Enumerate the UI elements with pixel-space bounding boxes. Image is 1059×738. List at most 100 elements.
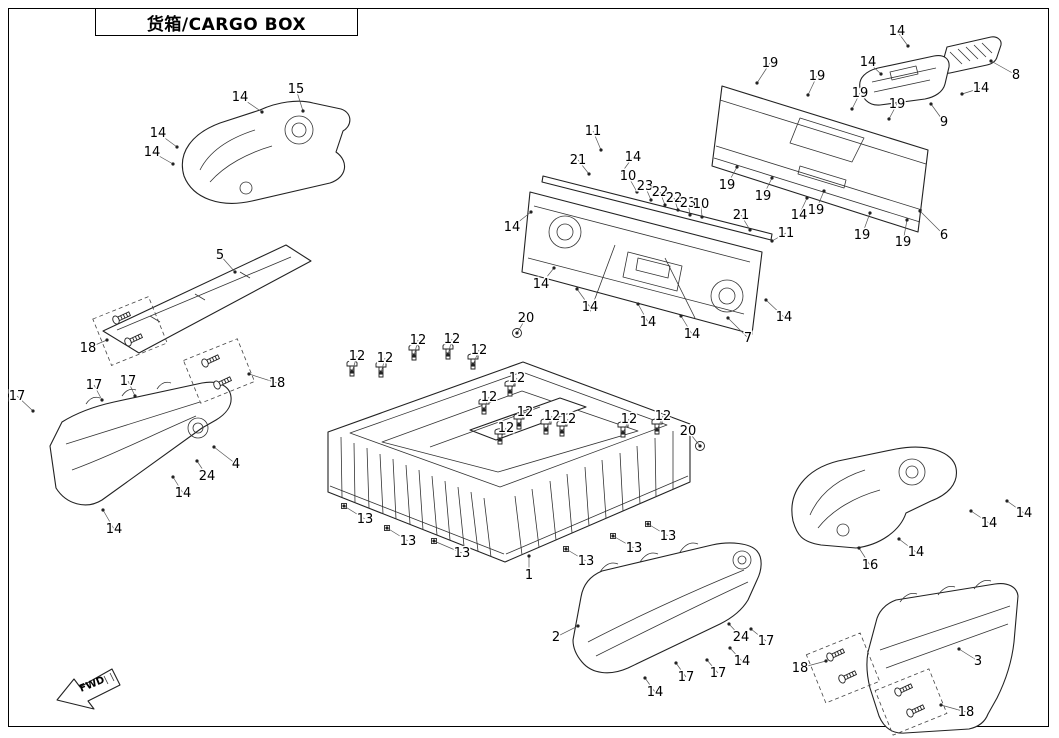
callout-13: 13 bbox=[564, 547, 596, 571]
svg-text:3: 3 bbox=[974, 654, 982, 669]
part-7-tailgate-inner bbox=[521, 175, 773, 335]
svg-text:18: 18 bbox=[958, 705, 975, 720]
svg-text:19: 19 bbox=[889, 97, 906, 112]
callout-14: 14 bbox=[575, 287, 600, 317]
callout-19: 19 bbox=[893, 218, 913, 252]
svg-text:12: 12 bbox=[471, 343, 488, 358]
callout-16: 16 bbox=[857, 546, 880, 575]
callout-18: 18 bbox=[78, 338, 109, 358]
callout-12: 12 bbox=[496, 420, 516, 442]
callout-14: 14 bbox=[142, 144, 175, 166]
callout-14: 14 bbox=[620, 149, 643, 174]
callout-8: 8 bbox=[989, 59, 1022, 85]
callout-24: 24 bbox=[727, 622, 751, 647]
svg-text:10: 10 bbox=[620, 169, 637, 184]
svg-text:13: 13 bbox=[357, 512, 374, 527]
svg-text:14: 14 bbox=[1016, 506, 1033, 521]
svg-text:13: 13 bbox=[454, 546, 471, 561]
svg-text:15: 15 bbox=[288, 82, 305, 97]
svg-text:19: 19 bbox=[809, 69, 826, 84]
part-6-tailgate-outer bbox=[711, 85, 929, 233]
part-16-bracket bbox=[791, 446, 957, 549]
screw-kit-boxes bbox=[92, 296, 948, 736]
svg-text:23: 23 bbox=[680, 196, 697, 211]
svg-text:5: 5 bbox=[216, 248, 224, 263]
svg-text:1: 1 bbox=[525, 568, 533, 583]
callout-19: 19 bbox=[887, 96, 907, 121]
callout-9: 9 bbox=[929, 102, 950, 132]
callout-12: 12 bbox=[653, 408, 673, 432]
svg-text:6: 6 bbox=[940, 228, 948, 243]
svg-text:19: 19 bbox=[755, 189, 772, 204]
svg-text:14: 14 bbox=[684, 327, 701, 342]
svg-text:14: 14 bbox=[889, 24, 906, 39]
callout-4: 4 bbox=[212, 445, 242, 474]
svg-text:14: 14 bbox=[734, 654, 751, 669]
svg-text:14: 14 bbox=[640, 315, 657, 330]
callout-14: 14 bbox=[148, 125, 179, 149]
svg-text:22: 22 bbox=[666, 191, 683, 206]
svg-text:12: 12 bbox=[498, 421, 515, 436]
svg-text:23: 23 bbox=[637, 179, 654, 194]
part-8-bracket bbox=[941, 36, 1002, 74]
callout-14: 14 bbox=[230, 89, 264, 114]
callout-14: 14 bbox=[531, 266, 556, 294]
svg-text:12: 12 bbox=[621, 412, 638, 427]
svg-text:18: 18 bbox=[80, 341, 97, 356]
callout-14: 14 bbox=[789, 196, 809, 225]
svg-text:21: 21 bbox=[570, 153, 587, 168]
callout-24: 24 bbox=[195, 459, 217, 486]
callout-12: 12 bbox=[619, 411, 639, 435]
callout-23: 23 bbox=[635, 178, 655, 202]
callout-12: 12 bbox=[442, 331, 462, 357]
svg-text:16: 16 bbox=[862, 558, 879, 573]
callout-18: 18 bbox=[939, 703, 976, 722]
callout-14: 14 bbox=[960, 80, 991, 98]
svg-text:18: 18 bbox=[269, 376, 286, 391]
callout-14: 14 bbox=[1005, 499, 1034, 523]
callout-14: 14 bbox=[679, 314, 702, 344]
svg-text:24: 24 bbox=[733, 630, 750, 645]
svg-text:19: 19 bbox=[854, 228, 871, 243]
svg-text:12: 12 bbox=[349, 349, 366, 364]
svg-text:19: 19 bbox=[719, 178, 736, 193]
svg-text:19: 19 bbox=[808, 203, 825, 218]
svg-text:14: 14 bbox=[625, 150, 642, 165]
callout-14: 14 bbox=[502, 210, 533, 237]
callout-12: 12 bbox=[558, 411, 578, 434]
callout-12: 12 bbox=[408, 332, 428, 358]
callout-12: 12 bbox=[479, 389, 499, 412]
callout-1: 1 bbox=[523, 554, 535, 585]
callout-17: 17 bbox=[84, 377, 104, 402]
callout-22: 22 bbox=[664, 190, 684, 212]
callout-19: 19 bbox=[806, 189, 826, 220]
svg-text:12: 12 bbox=[377, 351, 394, 366]
callout-13: 13 bbox=[432, 539, 472, 563]
callout-18: 18 bbox=[790, 659, 828, 678]
svg-text:20: 20 bbox=[680, 424, 697, 439]
svg-text:14: 14 bbox=[973, 81, 990, 96]
callout-14: 14 bbox=[764, 298, 794, 327]
svg-text:19: 19 bbox=[895, 235, 912, 250]
callout-14: 14 bbox=[636, 302, 658, 332]
svg-text:14: 14 bbox=[908, 545, 925, 560]
svg-text:9: 9 bbox=[940, 115, 948, 130]
callout-17: 17 bbox=[118, 373, 138, 398]
callout-19: 19 bbox=[852, 211, 872, 245]
svg-text:14: 14 bbox=[150, 126, 167, 141]
callout-12: 12 bbox=[347, 348, 367, 374]
callout-14: 14 bbox=[171, 475, 193, 503]
svg-text:17: 17 bbox=[9, 389, 26, 404]
svg-text:18: 18 bbox=[792, 661, 809, 676]
callout-23: 23 bbox=[678, 195, 698, 217]
callout-17: 17 bbox=[7, 388, 35, 413]
callout-13: 13 bbox=[342, 504, 375, 529]
page-border bbox=[8, 8, 1049, 727]
svg-text:24: 24 bbox=[199, 469, 216, 484]
svg-text:14: 14 bbox=[582, 300, 599, 315]
svg-text:17: 17 bbox=[758, 634, 775, 649]
callout-6: 6 bbox=[918, 209, 950, 245]
callout-2: 2 bbox=[550, 624, 580, 647]
svg-text:4: 4 bbox=[232, 457, 240, 472]
callout-13: 13 bbox=[385, 526, 418, 551]
